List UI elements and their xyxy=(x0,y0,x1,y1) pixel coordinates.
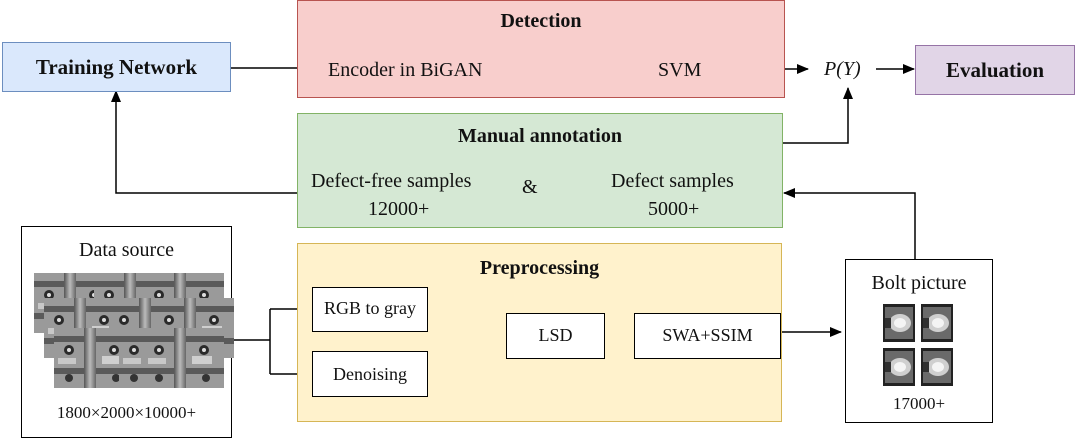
evaluation-label: Evaluation xyxy=(945,58,1045,82)
lsd-box: LSD xyxy=(506,313,605,359)
training-network-label: Training Network xyxy=(35,55,198,79)
denoising-box: Denoising xyxy=(312,351,428,397)
bolt-picture-count: 17000+ xyxy=(892,394,946,413)
evaluation-box: Evaluation xyxy=(915,45,1075,95)
arrow-manual-to-training xyxy=(111,90,297,194)
data-source-title: Data source xyxy=(79,239,174,261)
swa-ssim-box: SWA+SSIM xyxy=(634,313,781,359)
preprocessing-title: Preprocessing xyxy=(479,257,600,279)
bolt-picture-title: Bolt picture xyxy=(871,272,967,294)
bolt-picture-box: Bolt picture 17000+ xyxy=(845,259,993,423)
detection-title: Detection xyxy=(500,10,582,32)
defect-count: 5000+ xyxy=(648,198,700,220)
defect-free-label: Defect-free samples xyxy=(311,170,472,192)
lsd-label: LSD xyxy=(538,325,573,345)
data-source-images xyxy=(34,273,234,388)
ampersand: & xyxy=(522,176,538,198)
rgb-to-gray-label: RGB to gray xyxy=(324,298,416,318)
denoising-label: Denoising xyxy=(333,364,407,384)
data-source-box: Data source 1800×2000×10000+ xyxy=(21,226,234,438)
probability-label: P(Y) xyxy=(824,58,861,80)
manual-annotation-title: Manual annotation xyxy=(458,125,622,147)
defect-label: Defect samples xyxy=(611,170,734,192)
training-network-box: Training Network xyxy=(2,42,231,92)
bolt-images xyxy=(883,304,953,386)
swa-ssim-label: SWA+SSIM xyxy=(662,325,753,345)
svm-label: SVM xyxy=(658,59,702,81)
manual-annotation-box: Manual annotation Defect-free samples 12… xyxy=(297,113,783,228)
arrow-manual-to-py xyxy=(765,87,853,144)
encoder-label: Encoder in BiGAN xyxy=(328,59,483,81)
arrow-bolt-to-manual xyxy=(783,188,916,259)
defect-free-count: 12000+ xyxy=(368,198,430,220)
rgb-to-gray-box: RGB to gray xyxy=(312,287,428,332)
data-source-size: 1800×2000×10000+ xyxy=(56,403,197,422)
detection-box: Detection Encoder in BiGAN SVM xyxy=(297,0,785,98)
